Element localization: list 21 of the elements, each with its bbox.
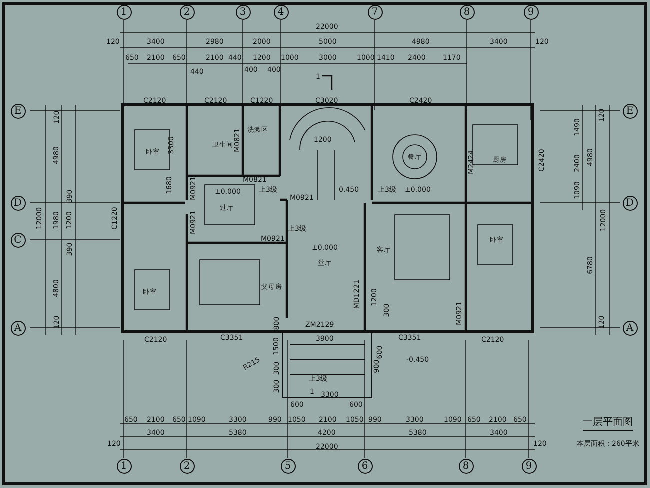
axis-marker: E xyxy=(622,104,638,118)
axis-marker: D xyxy=(10,196,26,210)
axis-marker: C xyxy=(10,232,26,248)
axis-marker: 9 xyxy=(524,4,538,20)
axis-marker: A xyxy=(622,320,638,336)
axis-marker: 6 xyxy=(358,458,372,474)
axis-marker: 8 xyxy=(458,458,474,474)
axis-marker: 2 xyxy=(180,4,194,20)
axis-marker: 1 xyxy=(116,4,132,20)
axis-marker: 2 xyxy=(180,458,194,474)
axis-marker: 8 xyxy=(460,4,474,20)
axis-marker: 4 xyxy=(274,4,288,20)
axis-marker: A xyxy=(10,320,26,336)
axis-marker: 9 xyxy=(522,458,536,474)
axis-marker: D xyxy=(622,196,638,210)
axis-marker: E xyxy=(10,104,26,118)
axis-marker: 7 xyxy=(368,4,382,20)
axis-marker: 3 xyxy=(236,4,250,20)
drawing-title: 一层平面图 xyxy=(583,418,633,431)
axis-marker: 5 xyxy=(280,458,296,474)
axis-marker: 1 xyxy=(116,458,132,474)
